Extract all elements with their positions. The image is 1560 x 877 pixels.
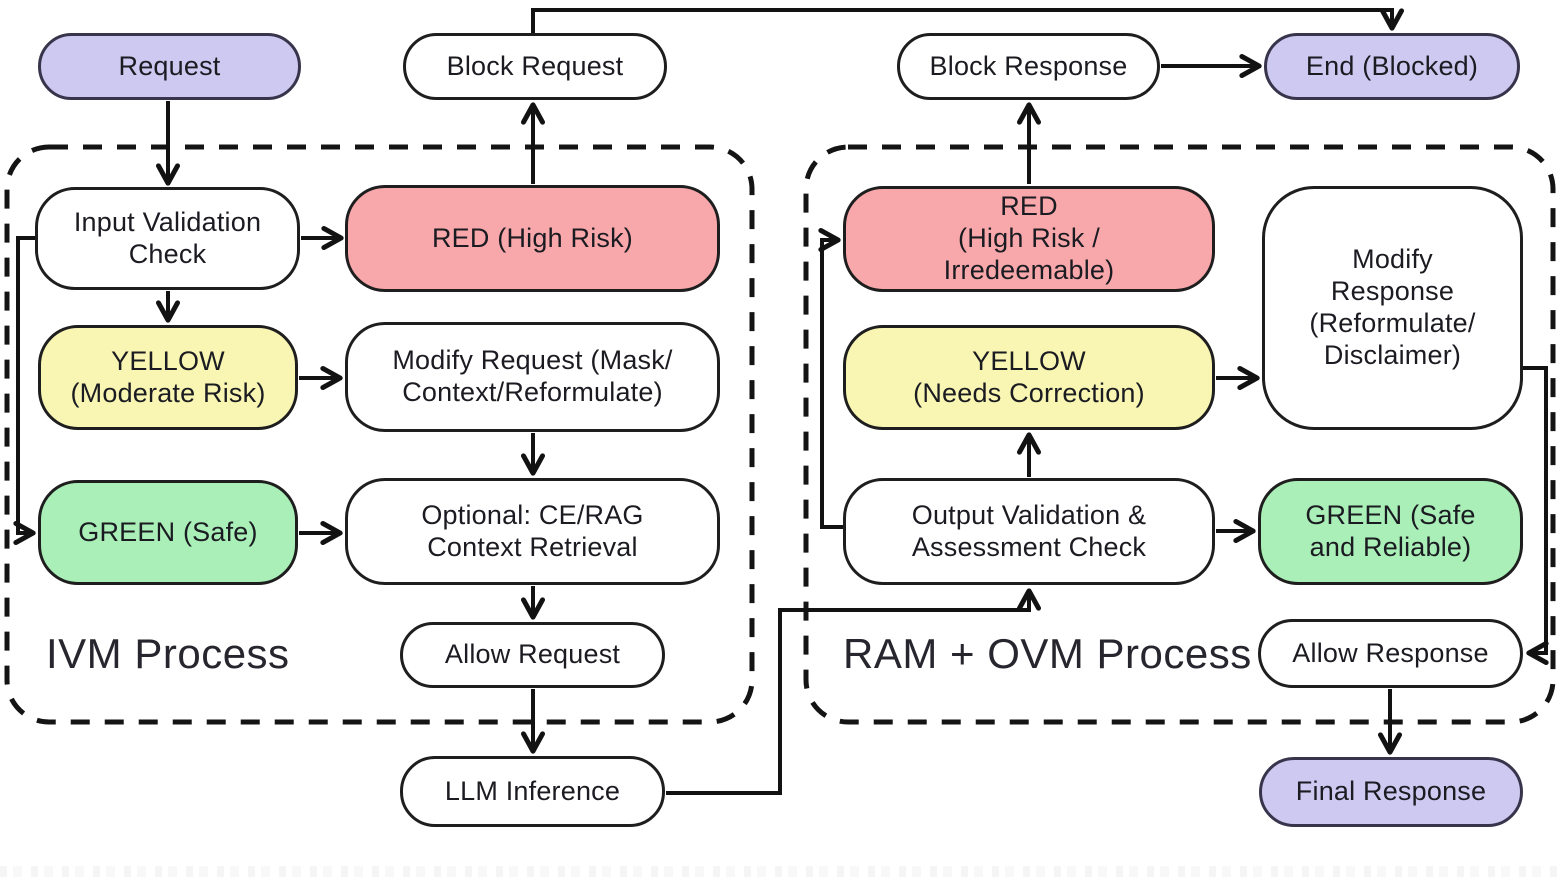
ivm-process-label: IVM Process <box>46 630 290 677</box>
node-green-safe: GREEN (Safe) <box>38 480 298 585</box>
node-input-validation-check-label: Input Validation Check <box>73 206 262 269</box>
node-llm-inference-label: LLM Inference <box>444 775 621 806</box>
edge-llm-to-output-validation <box>666 588 1042 795</box>
ram-ovm-process-boundary <box>803 144 1556 725</box>
node-output-validation-label: Output Validation & Assessment Check <box>911 499 1147 562</box>
node-end-blocked: End (Blocked) <box>1264 33 1520 100</box>
ivm-process-boundary <box>4 144 755 725</box>
node-block-response-label: Block Response <box>929 50 1128 81</box>
ram-ovm-process-label: RAM + OVM Process <box>843 630 1252 677</box>
node-modify-response-label: Modify Response (Reformulate/ Disclaimer… <box>1309 244 1476 370</box>
node-red-high-risk-label: RED (High Risk) <box>431 222 634 253</box>
node-red-high-risk: RED (High Risk) <box>345 185 720 292</box>
node-llm-inference: LLM Inference <box>400 756 665 827</box>
node-allow-response-label: Allow Response <box>1292 637 1489 668</box>
node-final-response: Final Response <box>1259 757 1523 827</box>
node-yellow-moderate-risk: YELLOW (Moderate Risk) <box>38 325 298 430</box>
node-green-safe-label: GREEN (Safe) <box>78 516 258 547</box>
node-optional-ce-rag-label: Optional: CE/RAG Context Retrieval <box>421 499 644 562</box>
node-allow-request: Allow Request <box>400 622 665 688</box>
node-output-validation: Output Validation & Assessment Check <box>843 478 1215 585</box>
node-yellow-needs-correction: YELLOW (Needs Correction) <box>843 325 1215 430</box>
node-green-safe-reliable: GREEN (Safe and Reliable) <box>1258 478 1523 585</box>
edge-output-validation-to-red-irredeemable <box>818 227 843 529</box>
node-modify-request: Modify Request (Mask/ Context/Reformulat… <box>345 322 720 432</box>
node-block-request-label: Block Request <box>446 50 624 81</box>
node-input-validation-check: Input Validation Check <box>35 187 300 290</box>
node-request: Request <box>38 33 301 100</box>
node-allow-request-label: Allow Request <box>444 639 621 670</box>
node-optional-ce-rag: Optional: CE/RAG Context Retrieval <box>345 478 720 585</box>
edge-modify-response-to-allow-response <box>1523 366 1549 666</box>
node-green-safe-reliable-label: GREEN (Safe and Reliable) <box>1305 499 1476 562</box>
node-end-blocked-label: End (Blocked) <box>1305 50 1479 81</box>
node-final-response-label: Final Response <box>1295 776 1487 807</box>
node-allow-response: Allow Response <box>1258 619 1523 688</box>
node-red-irredeemable: RED (High Risk / Irredeemable) <box>843 186 1215 292</box>
node-block-request: Block Request <box>403 33 667 100</box>
edge-block-request-to-end-blocked <box>531 8 1405 33</box>
node-red-irredeemable-label: RED (High Risk / Irredeemable) <box>943 191 1115 285</box>
edge-input-validation-to-green <box>13 236 36 546</box>
cropped-caption-artifact <box>0 866 1560 877</box>
node-modify-response: Modify Response (Reformulate/ Disclaimer… <box>1262 186 1523 430</box>
node-modify-request-label: Modify Request (Mask/ Context/Reformulat… <box>392 345 673 407</box>
node-yellow-needs-correction-label: YELLOW (Needs Correction) <box>913 345 1145 408</box>
node-block-response: Block Response <box>897 33 1160 100</box>
node-request-label: Request <box>118 50 221 81</box>
node-yellow-moderate-risk-label: YELLOW (Moderate Risk) <box>70 345 266 408</box>
